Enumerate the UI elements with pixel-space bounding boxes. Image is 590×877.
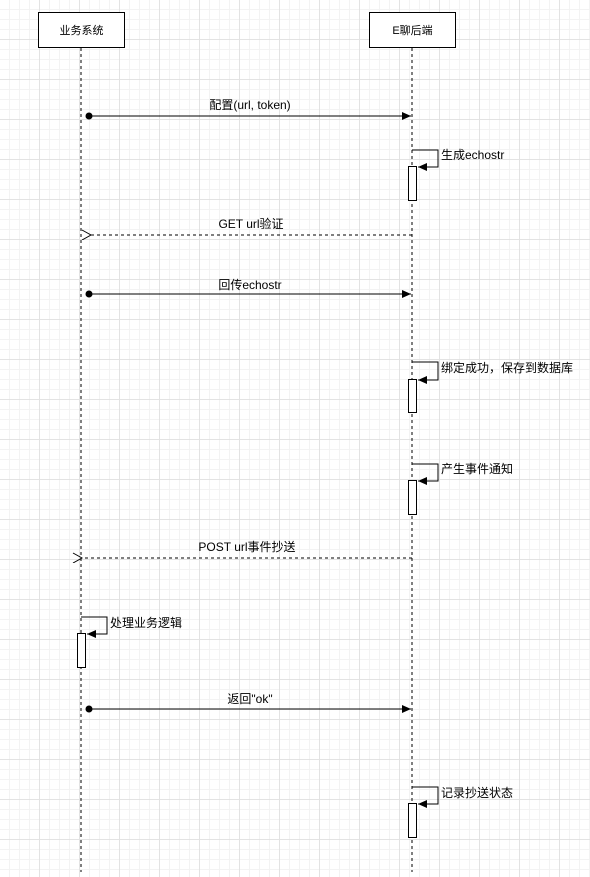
message-process-logic-label: 处理业务逻辑 bbox=[110, 616, 183, 630]
activation-bar bbox=[77, 633, 86, 668]
self-message-event-arrow bbox=[412, 463, 439, 485]
message-return-ok-label: 返回"ok" bbox=[227, 692, 273, 706]
participant-business-label: 业务系统 bbox=[59, 25, 104, 37]
self-message-generate-arrow bbox=[412, 149, 439, 171]
message-post-event-label: POST url事件抄送 bbox=[198, 540, 296, 554]
message-event-notify-label: 产生事件通知 bbox=[441, 462, 514, 476]
participant-business[interactable]: 业务系统 bbox=[38, 12, 125, 48]
participant-backend[interactable]: E聊后端 bbox=[369, 12, 456, 48]
self-message-bind-arrow bbox=[412, 361, 439, 384]
message-record-status-label: 记录抄送状态 bbox=[441, 786, 514, 800]
message-bind-success-label: 绑定成功，保存到数据库 bbox=[441, 361, 574, 375]
message-generate-label: 生成echostr bbox=[441, 148, 505, 162]
participant-backend-label: E聊后端 bbox=[392, 25, 433, 37]
self-message-record-arrow bbox=[412, 786, 439, 808]
message-config-label: 配置(url, token) bbox=[209, 98, 291, 112]
activation-bar bbox=[408, 166, 417, 201]
activation-bar bbox=[408, 803, 417, 838]
message-get-verify-label: GET url验证 bbox=[218, 217, 284, 231]
self-message-process-arrow bbox=[81, 616, 108, 638]
activation-bar bbox=[408, 480, 417, 515]
activation-bar bbox=[408, 379, 417, 413]
message-return-echo-label: 回传echostr bbox=[218, 278, 282, 292]
